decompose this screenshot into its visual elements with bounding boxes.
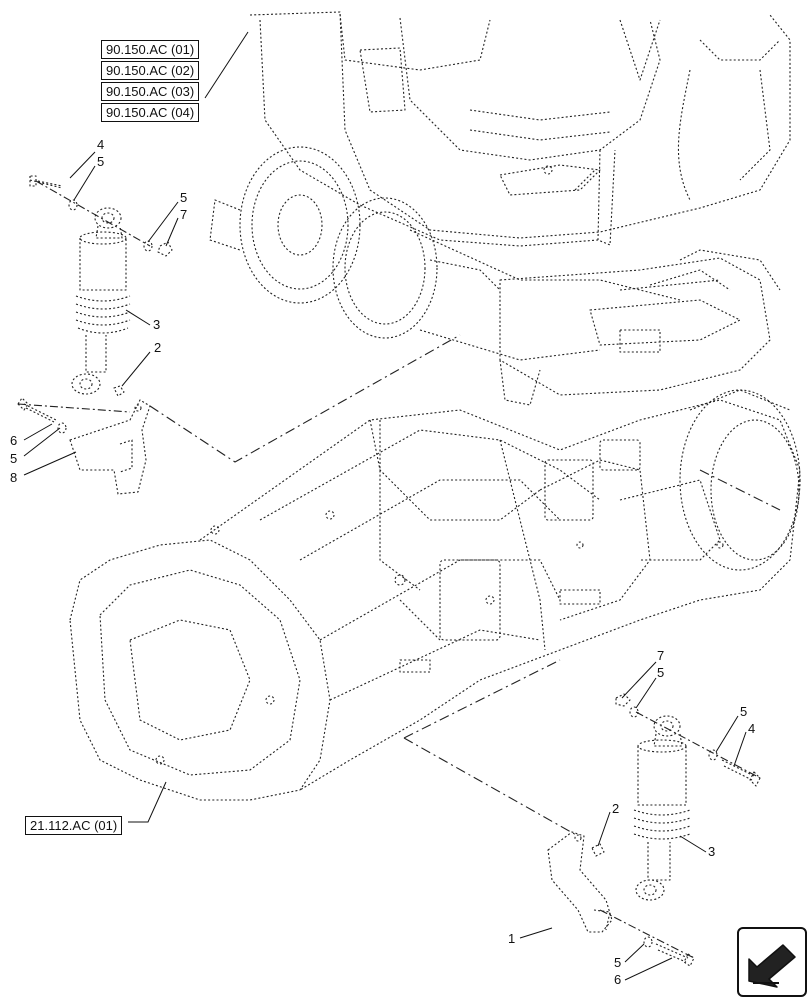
callout-left-nut-lower: 2 [154, 340, 162, 355]
arrow-down-left-icon [748, 944, 796, 988]
leader-lines [23, 31, 747, 981]
transmission-drawing [69, 389, 801, 801]
callout-left-washer-top: 5 [97, 154, 105, 169]
left-shock-absorber-drawing [17, 175, 461, 495]
callout-left-washer-right: 5 [180, 190, 188, 205]
callout-right-washer-right: 5 [740, 704, 748, 719]
callout-left-nut: 7 [180, 207, 188, 222]
callout-right-washer-lower: 5 [614, 955, 622, 970]
callout-left-bolt-lower: 6 [10, 433, 18, 448]
callout-right-nut: 7 [657, 648, 665, 663]
callout-right-washer-top: 5 [657, 665, 665, 680]
callout-right-nut-lower: 2 [612, 801, 620, 816]
callout-left-bolt: 4 [97, 137, 105, 152]
reference-frame-02[interactable]: 90.150.AC (02) [101, 61, 200, 80]
callout-right-bolt: 4 [748, 721, 756, 736]
callout-right-shock: 3 [708, 844, 716, 859]
navigate-back-button[interactable] [737, 927, 807, 997]
rear-axle-drawing [209, 146, 781, 406]
callout-right-bolt-lower: 6 [614, 972, 622, 987]
reference-transmission[interactable]: 21.112.AC (01) [25, 816, 123, 835]
reference-frame-04[interactable]: 90.150.AC (04) [101, 103, 200, 122]
cab-frame-drawing [249, 11, 791, 247]
callout-left-washer-lower: 5 [10, 451, 18, 466]
callout-left-bracket: 8 [10, 470, 18, 485]
reference-frame-03[interactable]: 90.150.AC (03) [101, 82, 200, 101]
callout-left-shock: 3 [153, 317, 161, 332]
callout-right-bracket: 1 [508, 931, 516, 946]
reference-frame-01[interactable]: 90.150.AC (01) [101, 40, 200, 59]
right-shock-absorber-drawing [403, 469, 781, 967]
